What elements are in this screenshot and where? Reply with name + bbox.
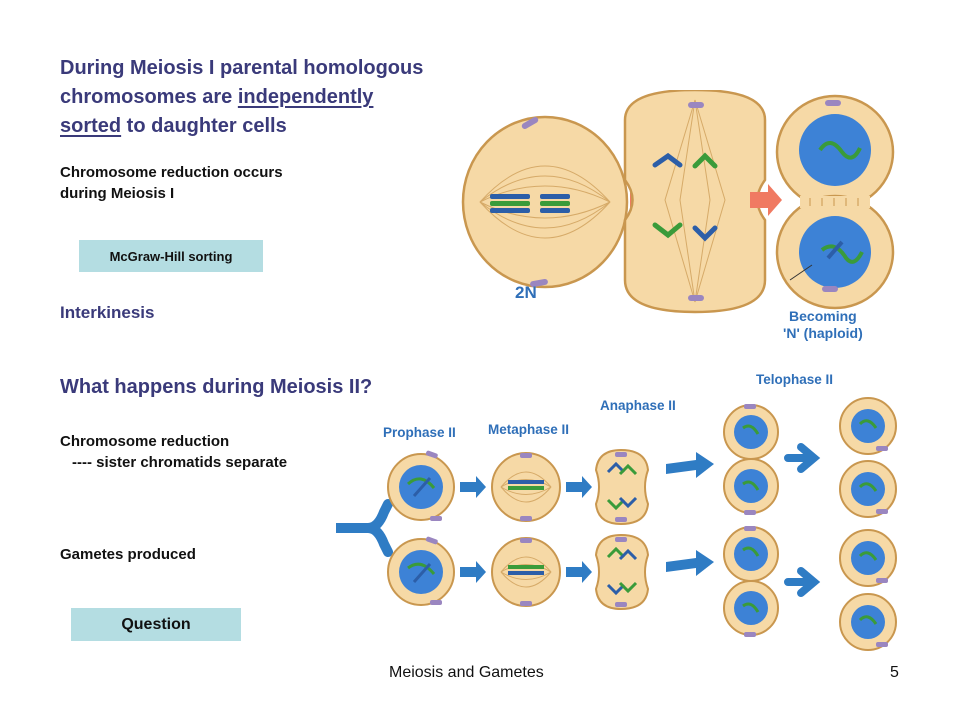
chromosome-icon	[692, 225, 718, 242]
arrow-right-icon	[666, 550, 714, 576]
prophase-ii-row-top	[387, 450, 455, 521]
prophase-ii-row-bottom	[387, 536, 455, 606]
becoming-haploid-label: Becoming 'N' (haploid)	[783, 308, 863, 342]
nucleus-icon	[799, 114, 871, 186]
telophase-ii-pair-bottom	[723, 526, 779, 637]
m2-reduction-line: Chromosome reduction	[60, 433, 230, 450]
branch-arrow-icon	[336, 499, 393, 557]
heading-line-1: During Meiosis I parental homologous	[60, 57, 424, 79]
branch-arrow-icon	[784, 443, 821, 473]
page-number: 5	[890, 664, 899, 681]
arrow-right-icon	[460, 561, 486, 583]
becoming-line-1: Becoming	[789, 308, 857, 324]
anaphase-ii-row-top	[594, 448, 650, 526]
gametes-column	[839, 397, 897, 651]
mcgraw-hill-sorting-button[interactable]: McGraw-Hill sorting	[79, 240, 263, 272]
centrosome-icon	[530, 278, 548, 288]
arrow-right-icon	[750, 184, 782, 216]
meiosis-ii-notes: Chromosome reduction ---- sister chromat…	[60, 431, 287, 473]
becoming-line-2: 'N' (haploid)	[783, 325, 863, 341]
arrow-right-icon	[566, 561, 592, 583]
anaphase-ii-row-bottom	[594, 533, 650, 611]
label-2n: 2N	[515, 283, 537, 302]
branch-arrow-icon	[784, 567, 821, 597]
arrow-right-icon	[566, 476, 592, 498]
metaphase-ii-label: Metaphase II	[488, 422, 570, 437]
gametes-produced-label: Gametes produced	[60, 546, 196, 563]
metaphase-ii-row-top	[491, 452, 561, 522]
centrosome-icon	[688, 295, 704, 301]
reduction-line-1: Chromosome reduction occurs	[60, 164, 283, 181]
centrosome-icon	[521, 117, 539, 129]
sorted-underlined: sorted	[60, 115, 122, 137]
telophase-ii-label: Telophase II	[756, 372, 834, 387]
reduction-note: Chromosome reduction occurs during Meios…	[60, 162, 283, 204]
heading-line-3: sorted to daughter cells	[60, 112, 423, 141]
meiosis-i-figure	[461, 90, 895, 314]
telophase-i-cell	[775, 94, 895, 310]
chromosome-icon	[692, 152, 718, 169]
centrosome-icon	[688, 102, 704, 108]
centrosome-icon	[825, 100, 841, 106]
meiosis-ii-heading: What happens during Meiosis II?	[60, 376, 373, 398]
slide-heading: During Meiosis I parental homologous chr…	[60, 54, 423, 141]
metaphase-ii-row-bottom	[491, 537, 561, 607]
heading-line-3-text: to daughter cells	[121, 115, 287, 137]
arrow-right-icon	[460, 476, 486, 498]
independently-underlined: independently	[237, 86, 374, 108]
question-button[interactable]: Question	[71, 608, 241, 641]
chromosome-icon	[652, 222, 683, 239]
chromosome-icon	[652, 152, 683, 168]
prophase-ii-label: Prophase II	[383, 425, 456, 440]
anaphase-i-cell	[623, 90, 767, 314]
paired-chromosomes-icon	[490, 194, 570, 213]
anaphase-ii-label: Anaphase II	[600, 398, 676, 413]
m2-sister-line: ---- sister chromatids separate	[72, 454, 288, 471]
heading-line-2-text: chromosomes are	[60, 86, 238, 108]
reduction-line-2: during Meiosis I	[60, 185, 175, 202]
interkinesis-label: Interkinesis	[60, 303, 155, 322]
meiosis-ii-figure	[336, 397, 897, 651]
metaphase-i-cell	[461, 115, 629, 289]
arrow-right-icon	[666, 452, 714, 478]
centrosome-icon	[822, 286, 838, 292]
telophase-ii-pair-top	[723, 404, 779, 515]
footer-title: Meiosis and Gametes	[389, 664, 544, 681]
heading-line-2: chromosomes are independently	[60, 83, 423, 112]
